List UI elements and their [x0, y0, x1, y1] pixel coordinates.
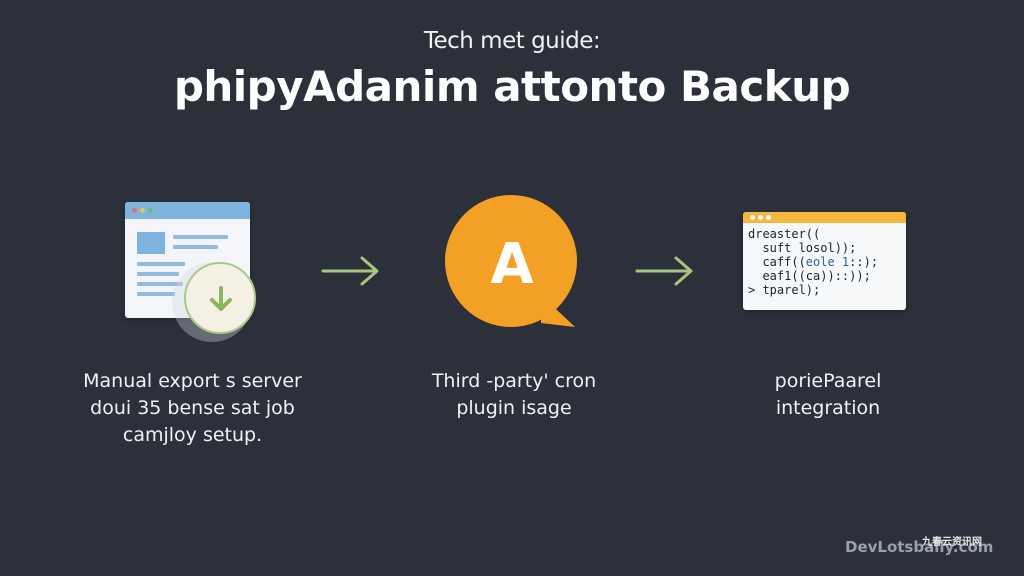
text-line: [137, 262, 185, 266]
code-line: suft losol));: [748, 241, 857, 255]
subtitle: Tech met guide:: [423, 28, 601, 54]
code-line: > tparel);: [748, 283, 821, 297]
step-2-caption: Third -party' cron plugin isage: [395, 368, 633, 422]
code-token: caff((: [748, 255, 806, 269]
code-window-title-bar: [743, 212, 906, 223]
window-dot: [750, 215, 755, 220]
text-line: [173, 245, 218, 249]
caption-line: doui 35 bense sat job: [90, 397, 295, 419]
window-dot-green: [148, 208, 153, 213]
code-line: eaf1((ca))::));: [748, 269, 871, 283]
text-line: [137, 272, 179, 276]
step-3-caption: poriePaarel integration: [722, 368, 934, 422]
text-line: [137, 292, 175, 296]
orange-a-logo-icon: [445, 195, 577, 327]
watermark-cjk: 九春云资讯网: [922, 537, 982, 548]
browser-title-bar: [125, 202, 250, 219]
logo-letter: A: [490, 232, 534, 297]
window-dot: [758, 215, 763, 220]
watermark: DevLotsbally.com: [845, 538, 994, 556]
code-line: dreaster((: [748, 227, 821, 241]
window-dot-red: [132, 208, 137, 213]
image-placeholder-icon: [137, 232, 165, 254]
code-number-token: eole 1: [805, 255, 850, 269]
right-arrow-icon: [321, 256, 379, 286]
caption-line: plugin isage: [456, 397, 572, 419]
caption-line: Third -party' cron: [431, 370, 597, 392]
window-dot: [766, 215, 771, 220]
window-dot-yellow: [140, 208, 145, 213]
text-line: [173, 235, 228, 239]
text-line: [137, 282, 183, 286]
code-line: caff((eole 1::);: [748, 255, 878, 269]
download-icon: [184, 262, 256, 334]
code-window-icon: dreaster(( suft losol)); caff((eole 1::)…: [743, 212, 906, 310]
page-title: phipyAdanim attonto Backup: [173, 62, 851, 111]
right-arrow-icon: [635, 256, 693, 286]
code-token: ::);: [849, 255, 879, 269]
step-1-caption: Manual export s server doui 35 bense sat…: [60, 368, 325, 449]
caption-line: Manual export s server: [83, 370, 302, 392]
caption-line: poriePaarel: [774, 370, 882, 392]
caption-line: integration: [775, 397, 881, 419]
caption-line: camjloy setup.: [122, 424, 263, 446]
